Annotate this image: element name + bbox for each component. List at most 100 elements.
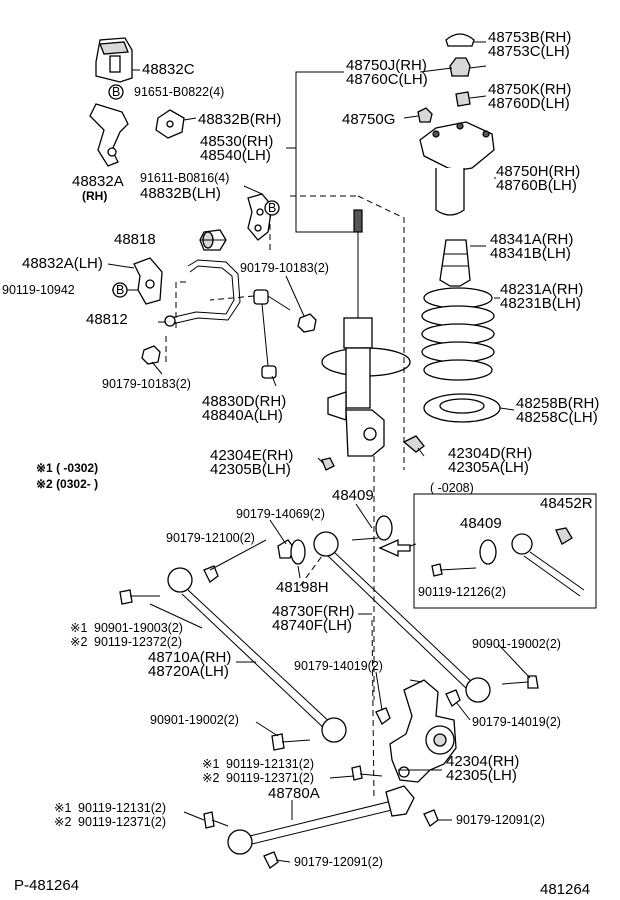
label-42304: 42304(RH)	[446, 753, 519, 770]
label-48258c: 48258C(LH)	[516, 409, 598, 426]
label-90901-19002-b: 90901-19002(2)	[150, 713, 239, 727]
label-90901-19002-a: 90901-19002(2)	[472, 637, 561, 651]
dashed-guides	[165, 195, 405, 801]
label-48452r: 48452R	[540, 495, 593, 512]
label-91611: 91611-B0816(4)	[140, 171, 229, 185]
nut-90179-14019-a	[375, 707, 391, 725]
label-48750k: 48750K(RH)	[488, 81, 571, 98]
bolt-90901-19002-left	[271, 733, 311, 751]
label-48760d: 48760D(LH)	[488, 95, 570, 112]
label-90119-12126: 90119-12126(2)	[418, 585, 506, 599]
bracket-48832c	[95, 37, 133, 83]
label-48409-b: 48409	[460, 515, 502, 532]
label-48730f: 48730F(RH)	[272, 603, 355, 620]
label-48753b: 48753B(RH)	[488, 29, 571, 46]
label-48832a-lh: 48832A(LH)	[22, 255, 103, 272]
label-42305b: 42305B(LH)	[210, 461, 291, 478]
note-1: ※1 ( -0302)	[36, 461, 98, 475]
label-48750h: 48750H(RH)	[496, 163, 580, 180]
label-48231b: 48231B(LH)	[500, 295, 581, 312]
label-48832b-rh: 48832B(RH)	[198, 111, 281, 128]
link-48832a-rh	[89, 103, 129, 167]
label-90119-12131-b: 90119-12131(2)	[78, 801, 166, 815]
label-48530: 48530(RH)	[200, 133, 273, 150]
label-42305: 42305(LH)	[446, 767, 517, 784]
label-48198h: 48198H	[276, 579, 329, 596]
bolt-90901-19003	[119, 589, 160, 605]
label-42304e: 42304E(RH)	[210, 447, 293, 464]
label-48780a: 48780A	[268, 785, 320, 802]
inset-box	[378, 493, 597, 609]
label-48760b: 48760B(LH)	[496, 177, 577, 194]
label-42305a: 42305A(LH)	[448, 459, 529, 476]
cap-48753b	[445, 33, 475, 47]
rod-48710a	[167, 567, 347, 743]
nut-48750j	[449, 57, 471, 77]
bolt-90901-19002-right	[501, 675, 539, 689]
b-marker-1: B	[108, 84, 124, 100]
footer-left-code: P-481264	[14, 877, 79, 894]
part-labels: 48753B(RH) 48753C(LH) 48832C 48750J(RH) …	[2, 29, 599, 898]
b-marker-2: B	[264, 200, 280, 216]
label-90179-14069: 90179-14069(2)	[236, 507, 325, 521]
label-48409-a: 48409	[332, 487, 374, 504]
label-48710a: 48710A(RH)	[148, 649, 231, 666]
label-48341b: 48341B(LH)	[490, 245, 571, 262]
label-48760c: 48760C(LH)	[346, 71, 428, 88]
nut-90179-12091-a	[423, 809, 439, 827]
mark-2-c: ※2	[54, 815, 71, 829]
label-48832b-lh: 48832B(LH)	[140, 185, 221, 202]
label-90119-12372: 90119-12372(2)	[94, 635, 182, 649]
note-2: ※2 (0302- )	[36, 477, 98, 491]
label-48812: 48812	[86, 311, 128, 328]
label-90901-19003: 90901-19003(2)	[94, 621, 183, 635]
nut-90179-12091-b	[263, 851, 279, 869]
label-90179-14019-b: 90179-14019(2)	[472, 715, 561, 729]
nut-90179-12100	[203, 565, 219, 583]
rod-48730f	[313, 531, 491, 703]
mark-2-b: ※2	[202, 771, 219, 785]
stabilizer-link-48830d	[253, 289, 291, 379]
knuckle-42304	[389, 679, 457, 783]
svg-text:B: B	[112, 85, 120, 99]
label-48540: 48540(LH)	[200, 147, 271, 164]
leader-lines	[107, 41, 531, 863]
bracket-48832b-rh	[155, 109, 185, 139]
mark-1-c: ※1	[54, 801, 71, 815]
nut-90179-10183-lower	[141, 345, 161, 365]
b-marker-3: B	[112, 282, 128, 298]
nut-90179-14019-b	[445, 689, 461, 707]
label-48832a: 48832A	[72, 173, 124, 190]
bracket-48832a-lh	[133, 257, 163, 305]
label-90119-12131-a: 90119-12131(2)	[226, 757, 314, 771]
label-48231a: 48231A(RH)	[500, 281, 583, 298]
label-90179-10183-a: 90179-10183(2)	[240, 261, 329, 275]
mark-1-a: ※1	[70, 621, 87, 635]
label-90179-12091-b: 90179-12091(2)	[294, 855, 383, 869]
support-48750h	[419, 121, 495, 216]
label-48341a: 48341A(RH)	[490, 231, 573, 248]
label-90179-12100: 90179-12100(2)	[166, 531, 255, 545]
label-48840a: 48840A(LH)	[202, 407, 283, 424]
label-48258b: 48258B(RH)	[516, 395, 599, 412]
bolt-42304d	[402, 435, 425, 453]
mark-2-a: ※2	[70, 635, 87, 649]
label-90179-10183-b: 90179-10183(2)	[102, 377, 191, 391]
label-91651: 91651-B0822(4)	[134, 85, 224, 99]
label-48750j: 48750J(RH)	[346, 57, 427, 74]
label-48832c: 48832C	[142, 61, 195, 78]
label-90119-10942: 90119-10942	[2, 283, 75, 297]
insulator-48258b	[423, 393, 501, 423]
stabilizer-bar-48812	[164, 259, 241, 327]
svg-text:B: B	[268, 201, 276, 215]
coil-spring-48231a	[421, 287, 495, 381]
nut-42304e	[321, 457, 335, 471]
label-inset-date: ( -0208)	[430, 481, 474, 495]
collar-48198h	[290, 539, 306, 565]
label-rh-tag: (RH)	[82, 189, 107, 203]
bumper-48341a	[439, 239, 471, 287]
nut-90179-10183-upper	[297, 313, 317, 333]
label-48830d: 48830D(RH)	[202, 393, 286, 410]
label-48818: 48818	[114, 231, 156, 248]
